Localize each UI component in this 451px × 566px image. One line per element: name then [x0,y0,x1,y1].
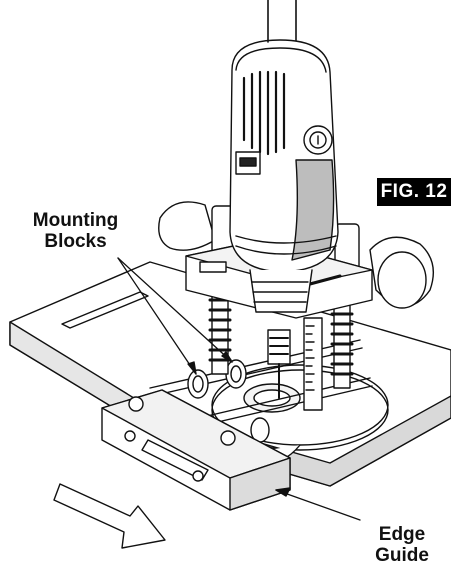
edge-label-line1: Edge [378,524,426,545]
mounting-label-line1: Mounting [32,210,119,231]
direction-arrow [53,483,166,549]
mounting-label-line2: Blocks [44,231,107,252]
power-cord [267,0,297,43]
edge-label-line2: Guide [375,545,429,566]
mounting-blocks-label: Mounting Blocks [8,210,143,252]
figure-number-badge: FIG. 12 [377,178,451,206]
arrowhead-edge-guide [275,487,291,497]
arrowhead-mounting-2 [221,351,233,363]
edge-guide [101,389,291,511]
arrowhead-mounting-1 [187,361,197,375]
mounting-blocks [187,359,270,443]
leader-lines [117,257,361,521]
router-handles [158,201,434,309]
rotary-tool-motor [229,39,339,313]
plunge-columns [208,289,354,411]
edge-guide-label: Edge Guide [362,524,442,566]
